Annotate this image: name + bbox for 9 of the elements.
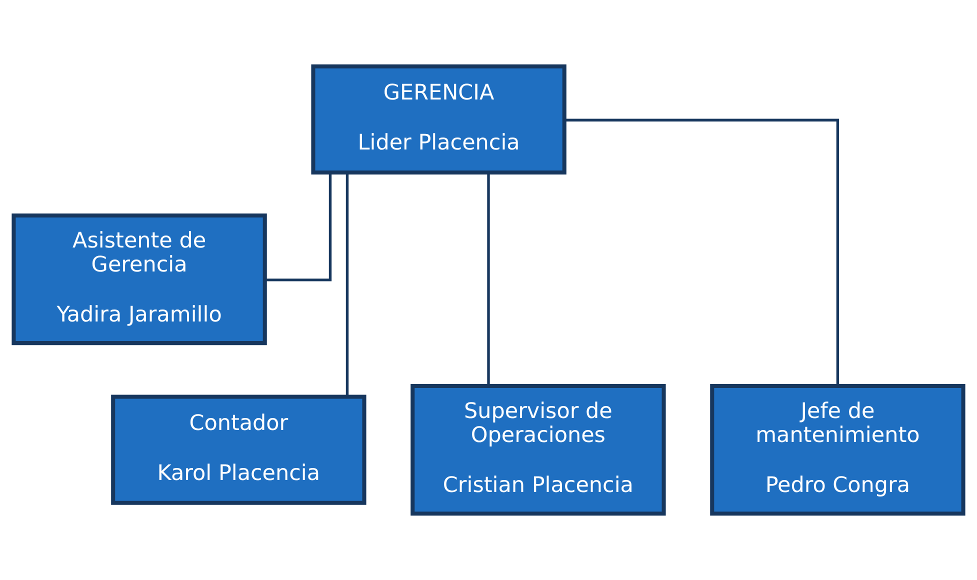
- connector: [346, 172, 349, 396]
- connector: [265, 172, 332, 282]
- node-box: Contador Karol Placencia: [111, 394, 366, 505]
- node-box: GERENCIA Lider Placencia: [311, 64, 566, 174]
- connector: [564, 118, 840, 386]
- node-box: Jefe de mantenimiento Pedro Congra: [710, 384, 966, 516]
- node-box: Supervisor de Operaciones Cristian Placencia: [410, 384, 666, 516]
- node-box: Asistente de Gerencia Yadira Jaramillo: [12, 213, 267, 346]
- connector: [487, 172, 490, 386]
